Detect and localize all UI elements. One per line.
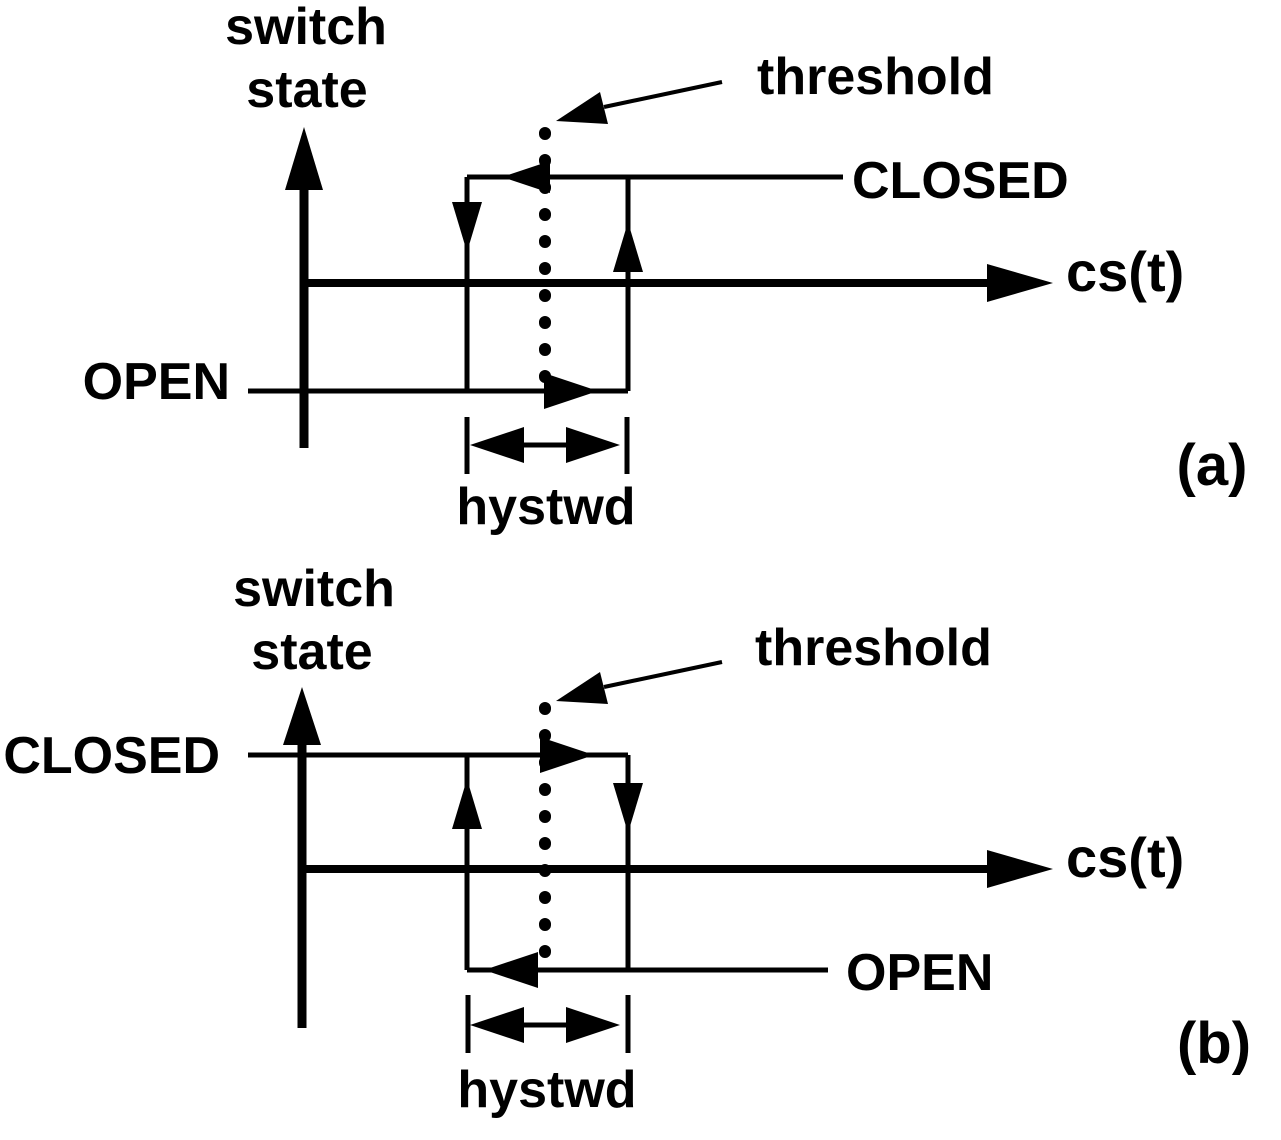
x-axis-arrowhead-icon bbox=[987, 850, 1053, 888]
y-axis-label-line2: state bbox=[246, 61, 367, 119]
panel-a: switch state cs(t) threshold CLOSED OPEN… bbox=[83, 0, 1248, 536]
panel-a-caption: (a) bbox=[1177, 433, 1248, 498]
open-line-left-arrowhead-icon bbox=[484, 952, 538, 988]
closed-line-left-arrowhead-icon bbox=[502, 161, 550, 193]
y-axis-label-line1: switch bbox=[225, 0, 387, 56]
threshold-leader-arrowhead-icon bbox=[556, 672, 608, 704]
closed-label: CLOSED bbox=[3, 727, 220, 785]
threshold-leader-line bbox=[603, 660, 723, 689]
hystwd-label: hystwd bbox=[456, 478, 635, 536]
open-line-right-arrowhead-icon bbox=[544, 373, 598, 409]
x-axis-label: cs(t) bbox=[1066, 240, 1184, 303]
y-axis-label-line1: switch bbox=[233, 560, 395, 618]
threshold-leader-arrowhead-icon bbox=[556, 92, 608, 124]
hystwd-span-left-arrowhead-icon bbox=[470, 427, 524, 463]
threshold-leader-line bbox=[603, 80, 723, 109]
y-axis-arrowhead-icon bbox=[285, 127, 323, 190]
left-transition-down-arrowhead-icon bbox=[452, 202, 482, 252]
x-axis-arrowhead-icon bbox=[987, 264, 1053, 302]
closed-label: CLOSED bbox=[852, 152, 1069, 210]
threshold-label: threshold bbox=[755, 619, 992, 677]
open-label: OPEN bbox=[83, 353, 230, 411]
hystwd-span-right-arrowhead-icon bbox=[566, 427, 620, 463]
panel-b-caption: (b) bbox=[1177, 1011, 1251, 1076]
x-axis-label: cs(t) bbox=[1066, 826, 1184, 889]
left-transition-up-arrowhead-icon bbox=[452, 779, 482, 829]
hystwd-span-left-arrowhead-icon bbox=[470, 1007, 524, 1043]
y-axis-arrowhead-icon bbox=[283, 687, 321, 745]
right-transition-down-arrowhead-icon bbox=[613, 783, 643, 833]
hystwd-span-right-arrowhead-icon bbox=[566, 1007, 620, 1043]
hystwd-label: hystwd bbox=[457, 1061, 636, 1119]
y-axis-label-line2: state bbox=[251, 623, 372, 681]
closed-line-right-arrowhead-icon bbox=[540, 737, 594, 773]
open-label: OPEN bbox=[846, 944, 993, 1002]
right-transition-up-arrowhead-icon bbox=[613, 222, 643, 272]
threshold-label: threshold bbox=[757, 48, 994, 106]
panel-b: switch state cs(t) threshold CLOSED OPEN… bbox=[3, 560, 1251, 1119]
